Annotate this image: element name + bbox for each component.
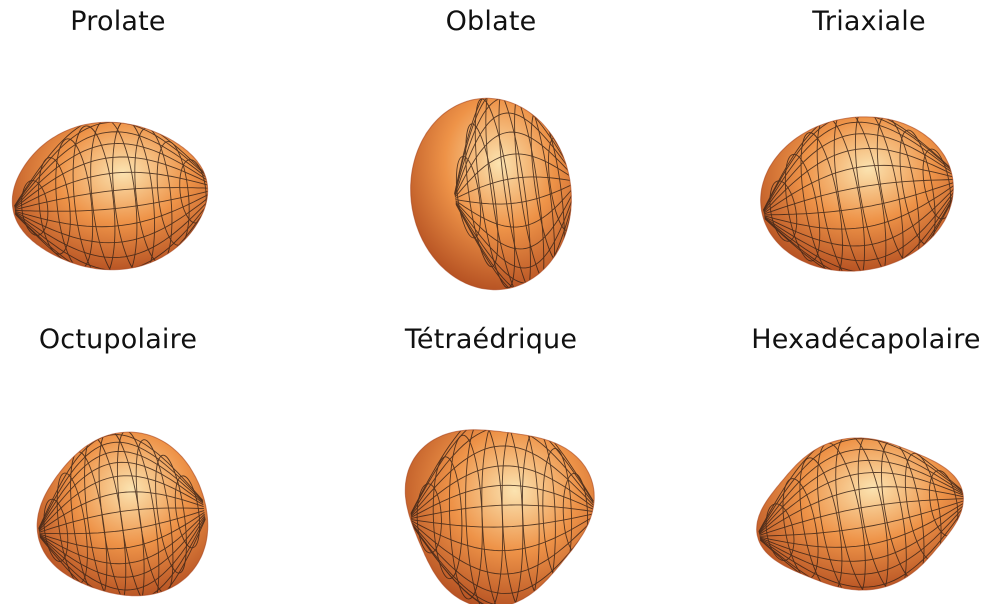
shape-prolate — [4, 106, 221, 295]
shape-triaxial — [747, 92, 972, 303]
shape-octupole — [25, 418, 219, 604]
shape-oblate — [397, 74, 590, 314]
shape-hexadecapole — [742, 415, 979, 604]
surface-octupole — [25, 422, 217, 604]
shape-tetrahedral — [402, 403, 598, 604]
surface-prolate — [5, 112, 215, 280]
surface-oblate — [398, 88, 583, 300]
